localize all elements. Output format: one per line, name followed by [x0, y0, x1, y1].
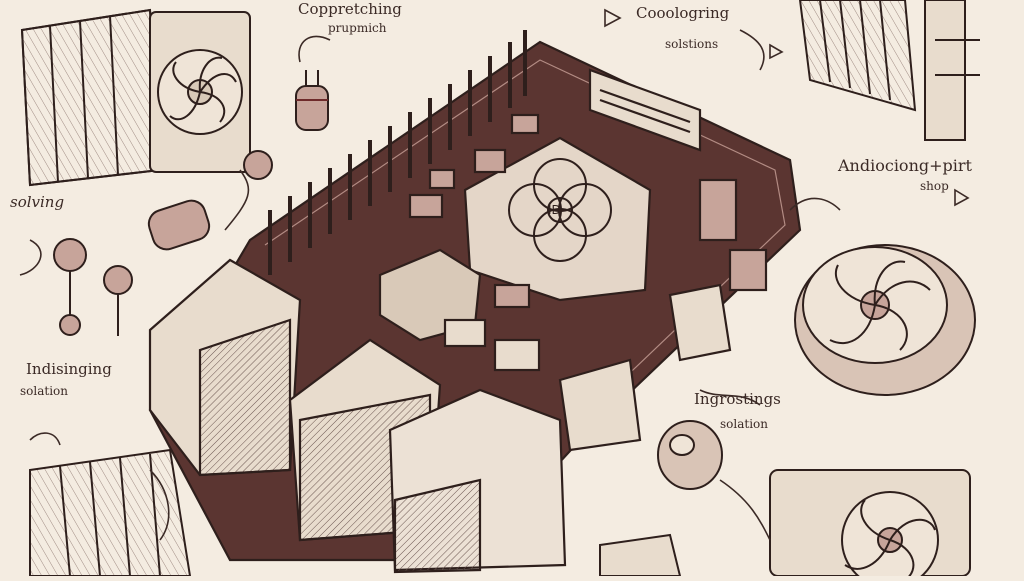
left-mid-label: solving [10, 193, 65, 211]
thermal-pad-icon [599, 420, 723, 577]
top-center-label-line2: prupmich [328, 21, 387, 35]
heatsink-icon [29, 448, 192, 577]
top-center-label-line1: Coppretching [298, 0, 402, 18]
annotation-arrows [19, 8, 970, 541]
left-low-label-line1: Indisinging [26, 360, 112, 378]
top-right-label-line2: solstions [665, 37, 719, 51]
chip-mark: ID [548, 203, 561, 217]
screw-icon [53, 150, 273, 336]
capacitor-icon [295, 70, 329, 131]
right-mid-label-line2: shop [920, 179, 949, 193]
top-right-label-line1: Cooologring [636, 4, 730, 22]
heatsink-icon [798, 0, 980, 141]
cooling-fan-icon [794, 244, 976, 396]
right-mid-label-line1: Andiociong+pirt [838, 156, 972, 175]
left-low-label-line2: solation [20, 384, 68, 398]
single-board-computer-icon [148, 30, 802, 574]
right-low-label-line2: solation [720, 417, 768, 431]
right-low-label-line1: Ingrostings [694, 390, 781, 408]
cooling-fan-icon [20, 8, 251, 187]
cooling-fan-icon [769, 469, 971, 581]
